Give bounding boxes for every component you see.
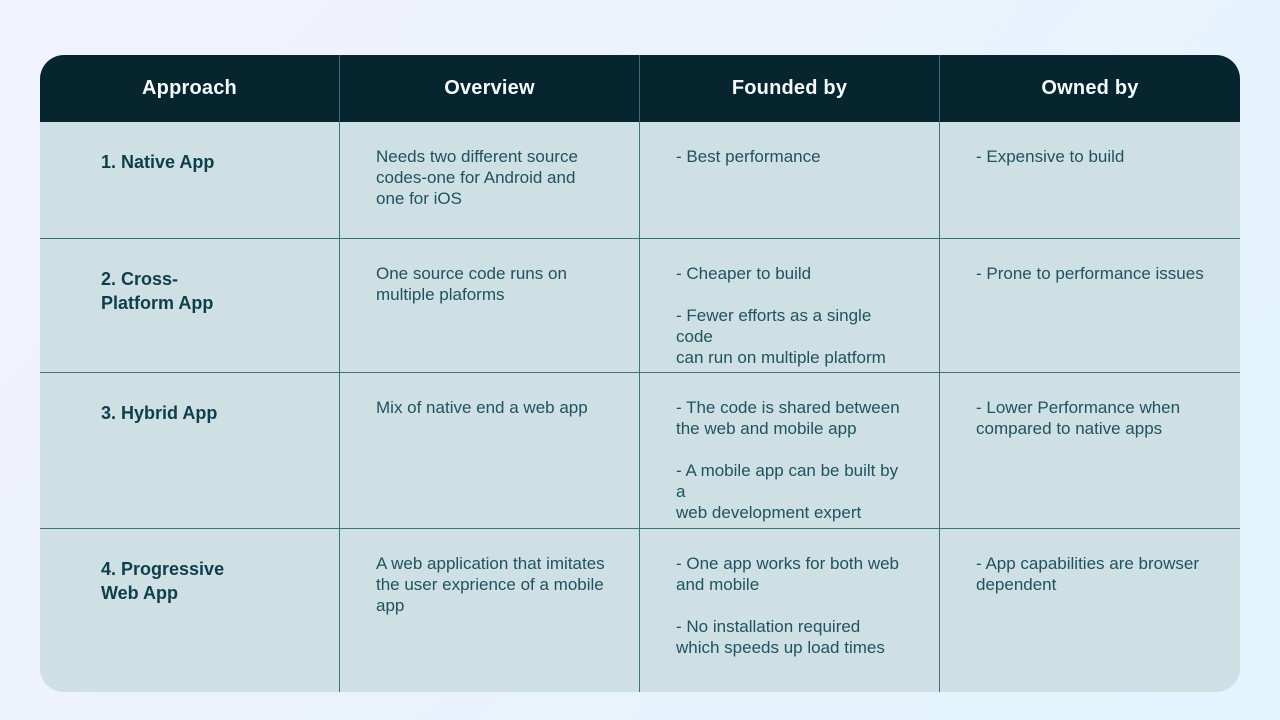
approach-cell: 2. Cross- Platform App	[40, 239, 340, 372]
approach-cell: 1. Native App	[40, 122, 340, 238]
owned-by-cell: - App capabilities are browser dependent	[976, 554, 1200, 594]
owned-by-cell: - Lower Performance when compared to nat…	[976, 398, 1181, 438]
approach-cell: 3. Hybrid App	[40, 373, 340, 528]
column-header-overview: Overview	[340, 55, 640, 122]
founded-by-cell: - One app works for both web and mobile …	[640, 529, 940, 692]
founded-by-cell: - Cheaper to build - Fewer efforts as a …	[640, 239, 940, 372]
column-header-owned-by: Owned by	[1041, 77, 1139, 99]
table-row-hybrid-app: 3. Hybrid App Mix of native end a web ap…	[40, 372, 1240, 528]
overview-cell: Mix of native end a web app	[340, 373, 640, 528]
owned-by-cell: - Expensive to build	[976, 147, 1125, 166]
comparison-table: Approach Overview Founded by Owned by 1.…	[40, 55, 1240, 692]
owned-by-cell: - Prone to performance issues	[976, 264, 1204, 283]
table-row-progressive-web-app: 4. Progressive Web App A web application…	[40, 528, 1240, 692]
founded-by-cell: - The code is shared between the web and…	[640, 373, 940, 528]
column-header-approach: Approach	[40, 55, 340, 122]
overview-cell: One source code runs on multiple plaform…	[340, 239, 640, 372]
table-row-native-app: 1. Native App Needs two different source…	[40, 122, 1240, 238]
overview-cell: A web application that imitates the user…	[340, 529, 640, 692]
approach-cell: 4. Progressive Web App	[40, 529, 340, 692]
table-header-row: Approach Overview Founded by Owned by	[40, 55, 1240, 122]
overview-cell: Needs two different source codes-one for…	[340, 122, 640, 238]
column-header-founded-by: Founded by	[640, 55, 940, 122]
table-row-cross-platform-app: 2. Cross- Platform App One source code r…	[40, 238, 1240, 372]
founded-by-cell: - Best performance	[640, 122, 940, 238]
